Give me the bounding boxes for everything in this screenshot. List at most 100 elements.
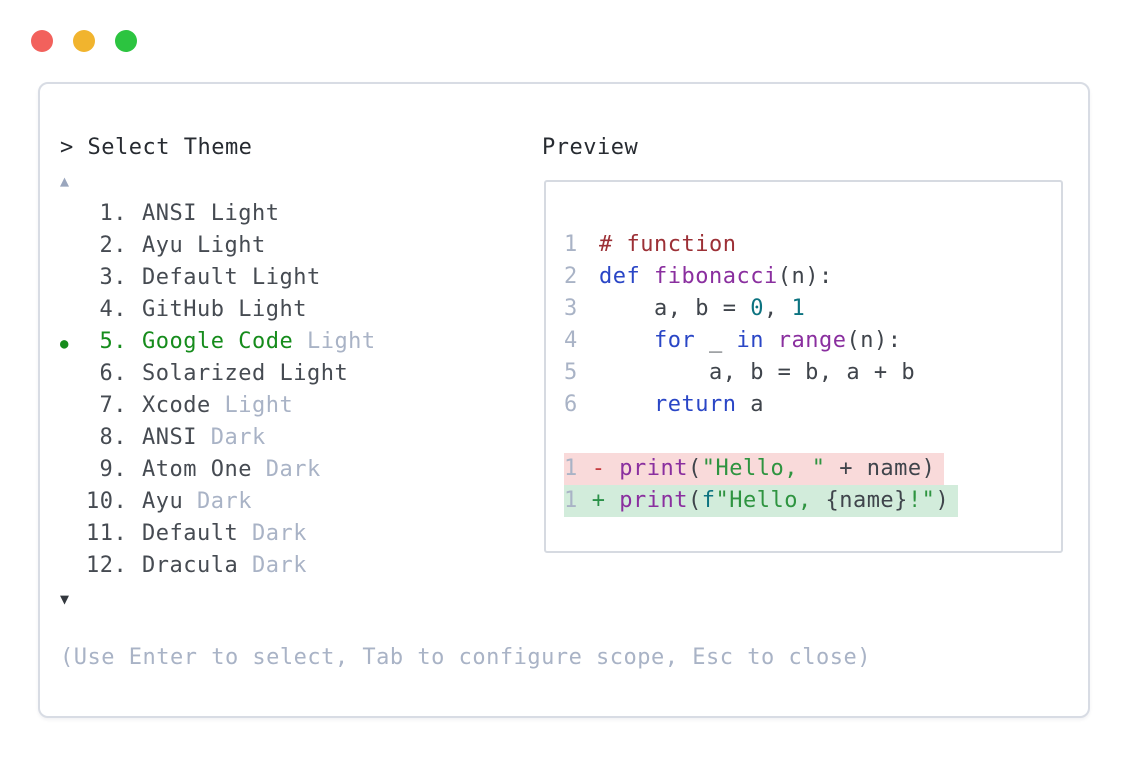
theme-item-label: Google Code Light [142, 326, 376, 358]
bullet-spacer [60, 486, 86, 518]
code-text: return a [599, 392, 764, 417]
line-number: 1 [564, 456, 578, 481]
bullet-spacer [60, 550, 86, 582]
theme-variant: Light [183, 233, 266, 258]
scroll-up-icon[interactable]: ▲ [60, 171, 70, 190]
theme-item-2[interactable]: 2.Ayu Light [60, 230, 530, 262]
theme-item-10[interactable]: 10.Ayu Dark [60, 486, 530, 518]
theme-item-8[interactable]: 8. ANSI Dark [60, 422, 530, 454]
diff-highlight-added: 1 + print(f"Hello, {name}!") [564, 485, 959, 517]
code-token: ( [687, 456, 702, 481]
theme-item-12[interactable]: 12. Dracula Dark [60, 550, 530, 582]
theme-item-number: 5. [99, 329, 127, 354]
theme-item-number: 2. [99, 233, 127, 258]
theme-item-label: Dracula Dark [142, 550, 307, 582]
diff-sign-added: + [578, 488, 620, 513]
theme-item-4[interactable]: 4. GitHub Light [60, 294, 530, 326]
theme-item-number: 1. [99, 201, 127, 226]
code-token: in [736, 328, 764, 353]
theme-picker-prompt: > Select Theme [60, 135, 253, 160]
theme-name: GitHub [142, 297, 225, 322]
bullet-spacer [60, 518, 86, 550]
bullet-spacer [60, 454, 86, 486]
code-token: ( [687, 488, 702, 513]
bullet-spacer [60, 262, 86, 294]
code-token: print [619, 456, 688, 481]
code-token: # function [599, 232, 737, 257]
theme-item-label: Atom One Dark [142, 454, 321, 486]
code-line-4: 4 for _ in range(n): [564, 325, 1061, 357]
diff-highlight-removed: 1 - print("Hello, " + name) [564, 453, 945, 485]
code-token: a, b = b, a + b [599, 360, 916, 385]
maximize-button-icon[interactable] [115, 30, 137, 52]
theme-item-11[interactable]: 11.Default Dark [60, 518, 530, 550]
code-token [599, 328, 654, 353]
theme-name: ANSI [142, 425, 197, 450]
scroll-up-row: ▲ [60, 164, 530, 198]
bullet-spacer [60, 198, 86, 230]
code-line-6: 6 return a [564, 389, 1061, 421]
code-token: _ [695, 328, 737, 353]
line-number: 1 [564, 488, 578, 513]
code-line-1: 1 # function [564, 229, 1061, 261]
line-number: 1 [564, 232, 578, 257]
minimize-button-icon[interactable] [73, 30, 95, 52]
theme-item-label: Xcode Light [142, 390, 293, 422]
scroll-down-icon[interactable]: ▼ [60, 589, 70, 608]
code-text: def fibonacci(n): [599, 264, 833, 289]
code-line-3: 3 a, b = 0, 1 [564, 293, 1061, 325]
theme-variant: Dark [196, 425, 266, 450]
theme-item-5[interactable]: ● 5. Google Code Light [60, 326, 530, 358]
theme-variant: Light [265, 361, 349, 386]
theme-variant: Light [293, 329, 376, 354]
bullet-spacer [60, 230, 86, 262]
diff-line-removed: 1 - print("Hello, " + name) [564, 453, 1061, 485]
code-line-5: 5 a, b = b, a + b [564, 357, 1061, 389]
theme-item-6[interactable]: 6. Solarized Light [60, 358, 530, 390]
code-token: for [653, 328, 696, 353]
blank-line [564, 421, 1061, 453]
code-token: return [653, 392, 737, 417]
theme-item-3[interactable]: 3. Default Light [60, 262, 530, 294]
code-token: {name} [825, 488, 908, 513]
code-token: 1 [791, 296, 806, 321]
theme-variant: Light [224, 297, 307, 322]
theme-name: Google Code [142, 329, 294, 354]
theme-name: ANSI [142, 201, 197, 226]
diff-line-added: 1 + print(f"Hello, {name}!") [564, 485, 1061, 517]
theme-variant: Light [238, 265, 321, 290]
code-text: a, b = b, a + b [599, 360, 915, 385]
selected-bullet: ● [60, 326, 86, 358]
code-token: ) [935, 488, 950, 513]
code-text: a, b = 0, 1 [599, 296, 805, 321]
theme-item-label: Solarized Light [142, 358, 348, 390]
theme-item-1[interactable]: 1. ANSI Light [60, 198, 530, 230]
theme-item-number: 4. [99, 297, 127, 322]
theme-variant: Dark [238, 521, 307, 546]
theme-item-9[interactable]: 9.Atom One Dark [60, 454, 530, 486]
theme-item-number: 11. [86, 521, 128, 546]
diff-sign-removed: - [578, 456, 620, 481]
code-token: , [763, 296, 792, 321]
theme-name: Default [142, 265, 239, 290]
theme-item-number: 3. [99, 265, 127, 290]
theme-item-label: GitHub Light [142, 294, 307, 326]
theme-item-number: 12. [86, 553, 128, 578]
theme-variant: Light [210, 393, 294, 418]
theme-item-label: Ayu Dark [142, 486, 252, 518]
theme-item-number: 8. [99, 425, 127, 450]
code-token: f [701, 488, 716, 513]
bullet-spacer [60, 390, 86, 422]
code-token: (n): [777, 264, 833, 289]
close-button-icon[interactable] [31, 30, 53, 52]
theme-item-7[interactable]: 7.Xcode Light [60, 390, 530, 422]
bullet-spacer [60, 294, 86, 326]
theme-item-label: ANSI Light [142, 198, 279, 230]
theme-item-number: 6. [99, 361, 127, 386]
help-text: (Use Enter to select, Tab to configure s… [60, 645, 871, 670]
theme-variant: Dark [238, 553, 307, 578]
